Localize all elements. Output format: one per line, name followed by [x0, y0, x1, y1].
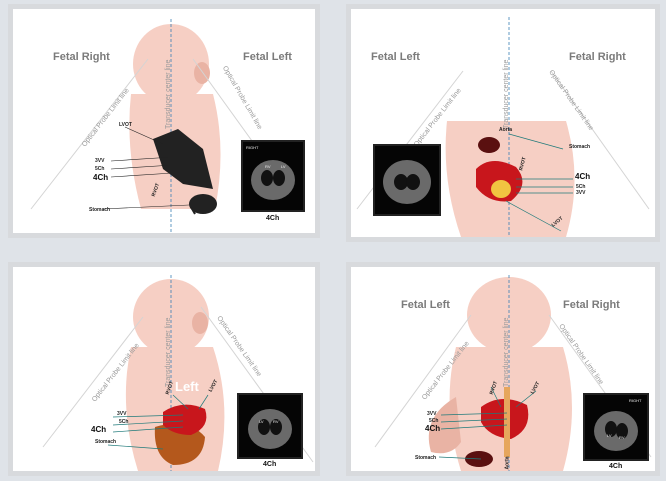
label-3vv: 3VV	[427, 411, 436, 417]
ultrasound-image: LV RV	[237, 393, 303, 459]
ultrasound-label-rv: RV	[265, 164, 270, 169]
label-3vv: 3VV	[95, 158, 104, 164]
ultrasound-label-lv: LV	[281, 164, 286, 169]
label-5ch: 5Ch	[119, 419, 128, 425]
fetal-ear	[194, 62, 210, 84]
ultrasound-image: RIGHT RV LV	[241, 140, 305, 212]
label-aorta: Aorta	[499, 127, 512, 133]
ultrasound-label-rv: RV	[273, 419, 278, 424]
label-4ch: 4Ch	[425, 424, 440, 433]
side-label-right: Fetal Left	[243, 51, 292, 63]
center-line-label: Transducer center line	[503, 318, 510, 387]
panel-top-left: Fetal Right Fetal Left Transducer center…	[8, 4, 320, 238]
ultrasound-image: RIGHT LV RV	[583, 393, 649, 461]
label-4ch: 4Ch	[575, 172, 590, 181]
side-label-left: Fetal Right	[53, 51, 110, 63]
label-5ch: 5Ch	[95, 166, 104, 172]
overlay-label-left: Left	[175, 379, 199, 394]
side-label-left: Fetal Left	[371, 51, 420, 63]
stomach-shape	[478, 137, 500, 153]
label-3vv: 3VV	[117, 411, 126, 417]
ultrasound-label-rv: RV	[619, 435, 624, 440]
center-line-label: Transducer center line	[165, 60, 172, 129]
ultrasound-label-lv: LV	[259, 419, 264, 424]
label-stomach: Stomach	[89, 207, 110, 213]
label-aorta: Aorta	[505, 456, 511, 469]
side-label-right: Fetal Right	[569, 51, 626, 63]
panel-top-right: Fetal Left Fetal Right Transducer center…	[346, 4, 660, 242]
center-line-label: Transducer center line	[165, 318, 172, 387]
ultrasound-caption: 4Ch	[609, 463, 622, 470]
ultrasound-label-lv: LV	[607, 433, 612, 438]
ultrasound-image	[373, 144, 441, 216]
ultrasound-caption: 4Ch	[266, 215, 279, 222]
label-4ch: 4Ch	[93, 173, 108, 182]
ultrasound-caption: 4Ch	[263, 461, 276, 468]
side-label-right: Fetal Right	[563, 299, 620, 311]
label-3vv: 3VV	[576, 190, 585, 196]
label-stomach: Stomach	[95, 439, 116, 445]
label-4ch: 4Ch	[91, 425, 106, 434]
side-label-left: Fetal Left	[401, 299, 450, 311]
panel-bottom-right: Fetal Left Fetal Right Transducer center…	[346, 262, 660, 476]
label-lvot: LVOT	[119, 122, 132, 128]
center-line-label: Transducer center line	[503, 60, 510, 129]
label-stomach: Stomach	[415, 455, 436, 461]
panel-bottom-left: Transducer center line Optical Probe Lim…	[8, 262, 320, 476]
label-stomach: Stomach	[569, 144, 590, 150]
fetal-ear	[192, 312, 208, 334]
